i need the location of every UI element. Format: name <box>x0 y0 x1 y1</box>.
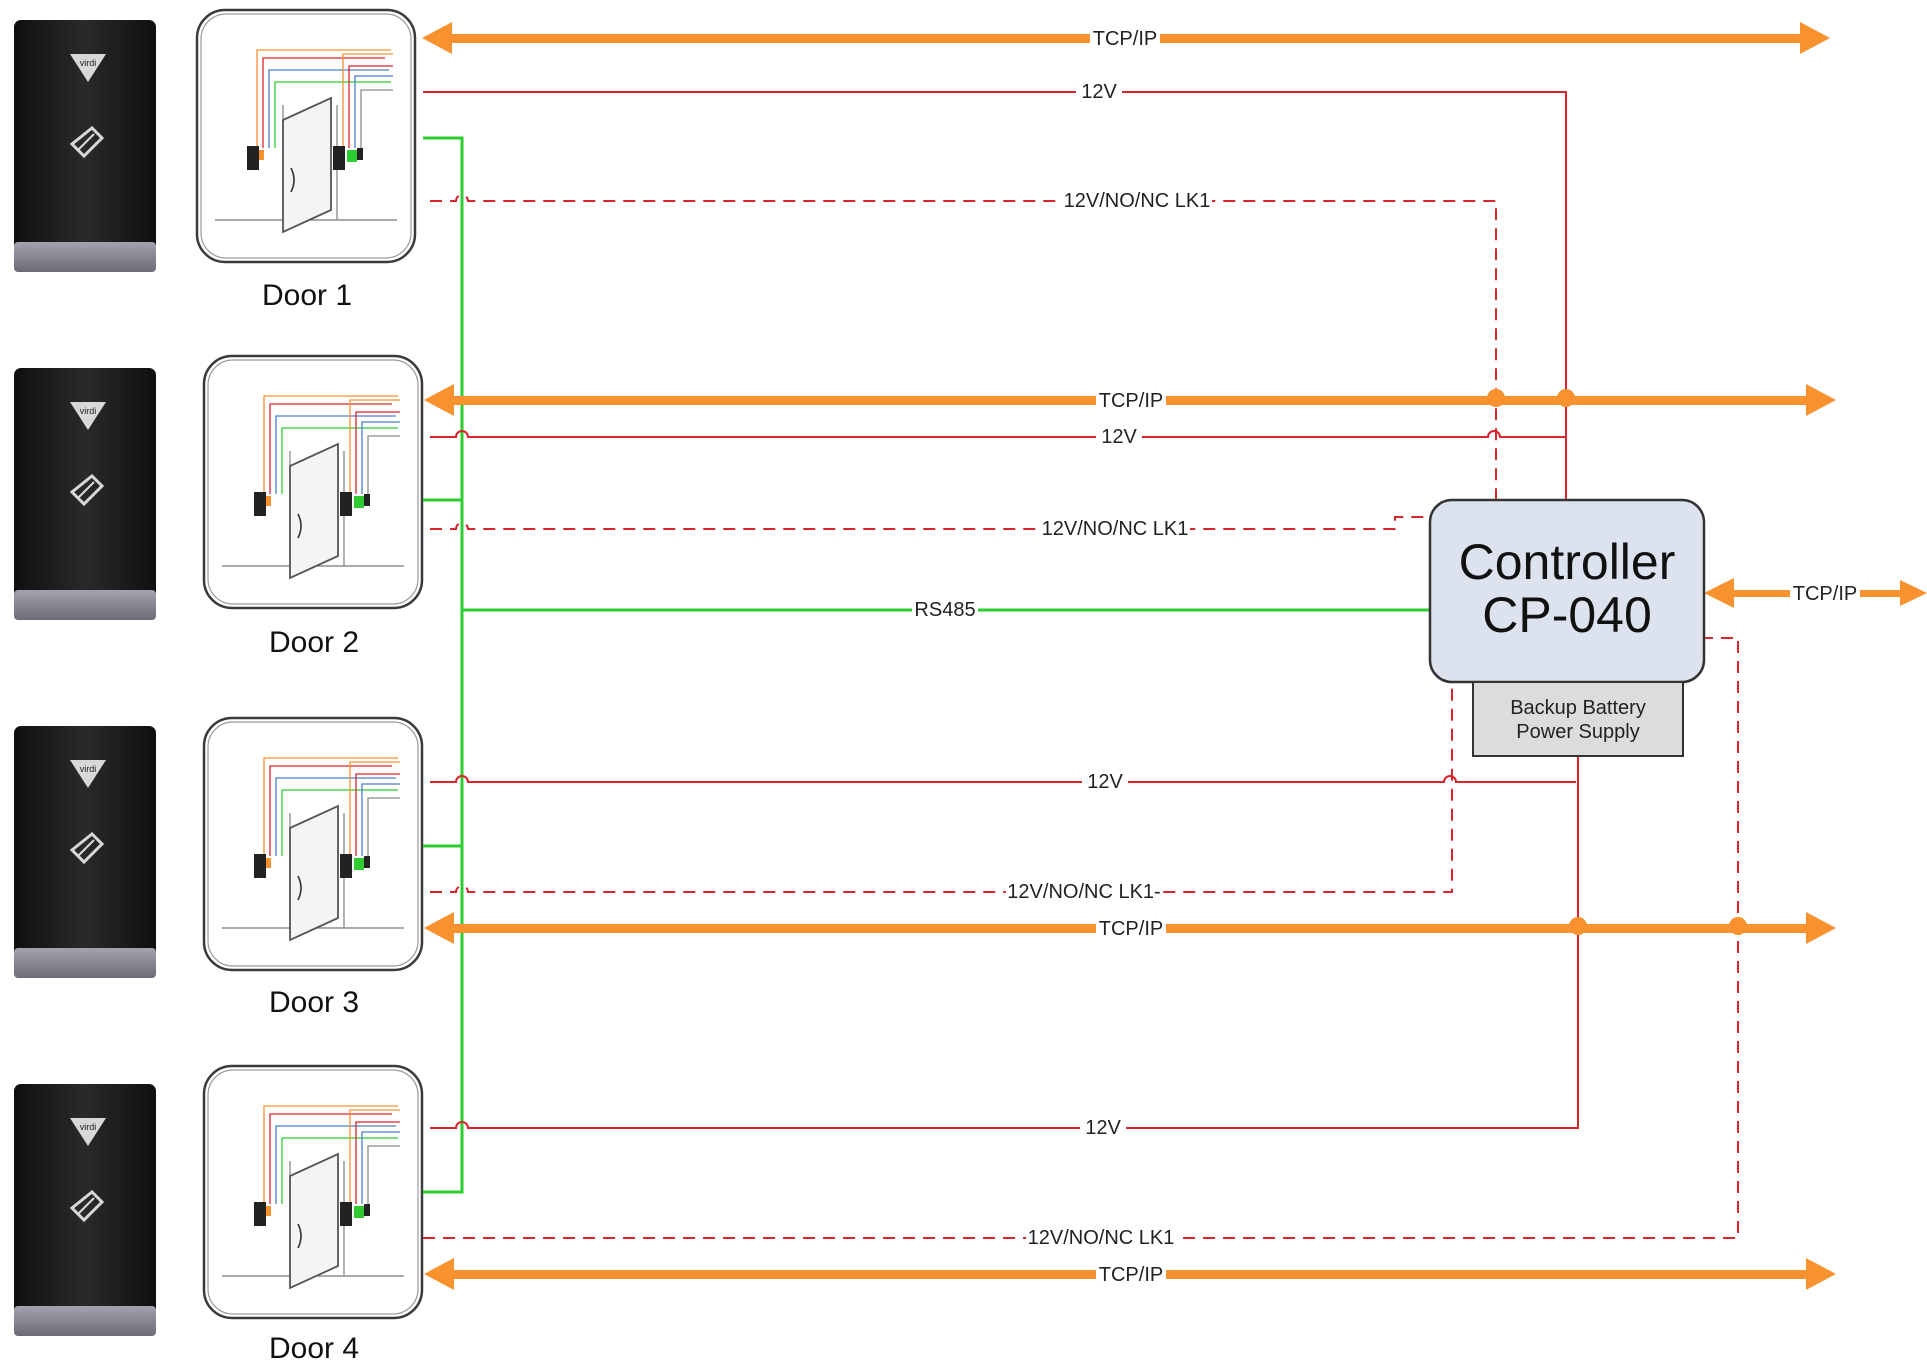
power-12v-label: 12V <box>1081 81 1117 103</box>
power-12v-lines <box>423 91 1579 1129</box>
battery-label-line2: Power Supply <box>1516 721 1639 743</box>
card-reader-icon <box>12 18 158 274</box>
door-label: Door 2 <box>269 626 359 659</box>
controller-title: Controller <box>1459 534 1676 590</box>
tcp-ip-label: TCP/IP <box>1099 918 1163 940</box>
door-label: Door 1 <box>262 279 352 312</box>
power-12v-label: 12V <box>1087 771 1123 793</box>
lock-relay-label: 12V/NO/NC LK1 <box>1028 1227 1175 1249</box>
lock-relay-label: 12V/NO/NC LK1 <box>1042 518 1189 540</box>
lock-relay-lines <box>423 194 1739 1239</box>
rs485-label: RS485 <box>914 599 975 621</box>
rs485-bus <box>423 136 1430 1194</box>
door-wiring-icon <box>202 354 424 610</box>
door-wiring-icon <box>202 1064 424 1320</box>
battery-label-line1: Backup Battery <box>1510 697 1646 719</box>
tcp-ip-label: TCP/IP <box>1099 390 1163 412</box>
lock-relay-label: 12V/NO/NC LK1 <box>1064 190 1211 212</box>
card-reader-icon <box>12 366 158 622</box>
card-reader-icon <box>12 724 158 980</box>
battery-box: Backup Battery Power Supply <box>1472 681 1684 757</box>
power-12v-label: 12V <box>1101 426 1137 448</box>
lock-relay-label: 12V/NO/NC LK1- <box>1007 881 1160 903</box>
card-reader-icon <box>12 1082 158 1338</box>
tcp-ip-label: TCP/IP <box>1093 28 1157 50</box>
door-label: Door 3 <box>269 986 359 1019</box>
controller-box: Controller CP-040 <box>1428 498 1706 684</box>
controller-model: CP-040 <box>1482 587 1652 643</box>
door-wiring-icon <box>202 716 424 972</box>
door-label: Door 4 <box>269 1332 359 1363</box>
power-12v-label: 12V <box>1085 1117 1121 1139</box>
tcp-ip-label: TCP/IP <box>1099 1264 1163 1286</box>
door-wiring-icon <box>195 8 417 264</box>
tcp-ip-label: TCP/IP <box>1793 583 1857 605</box>
